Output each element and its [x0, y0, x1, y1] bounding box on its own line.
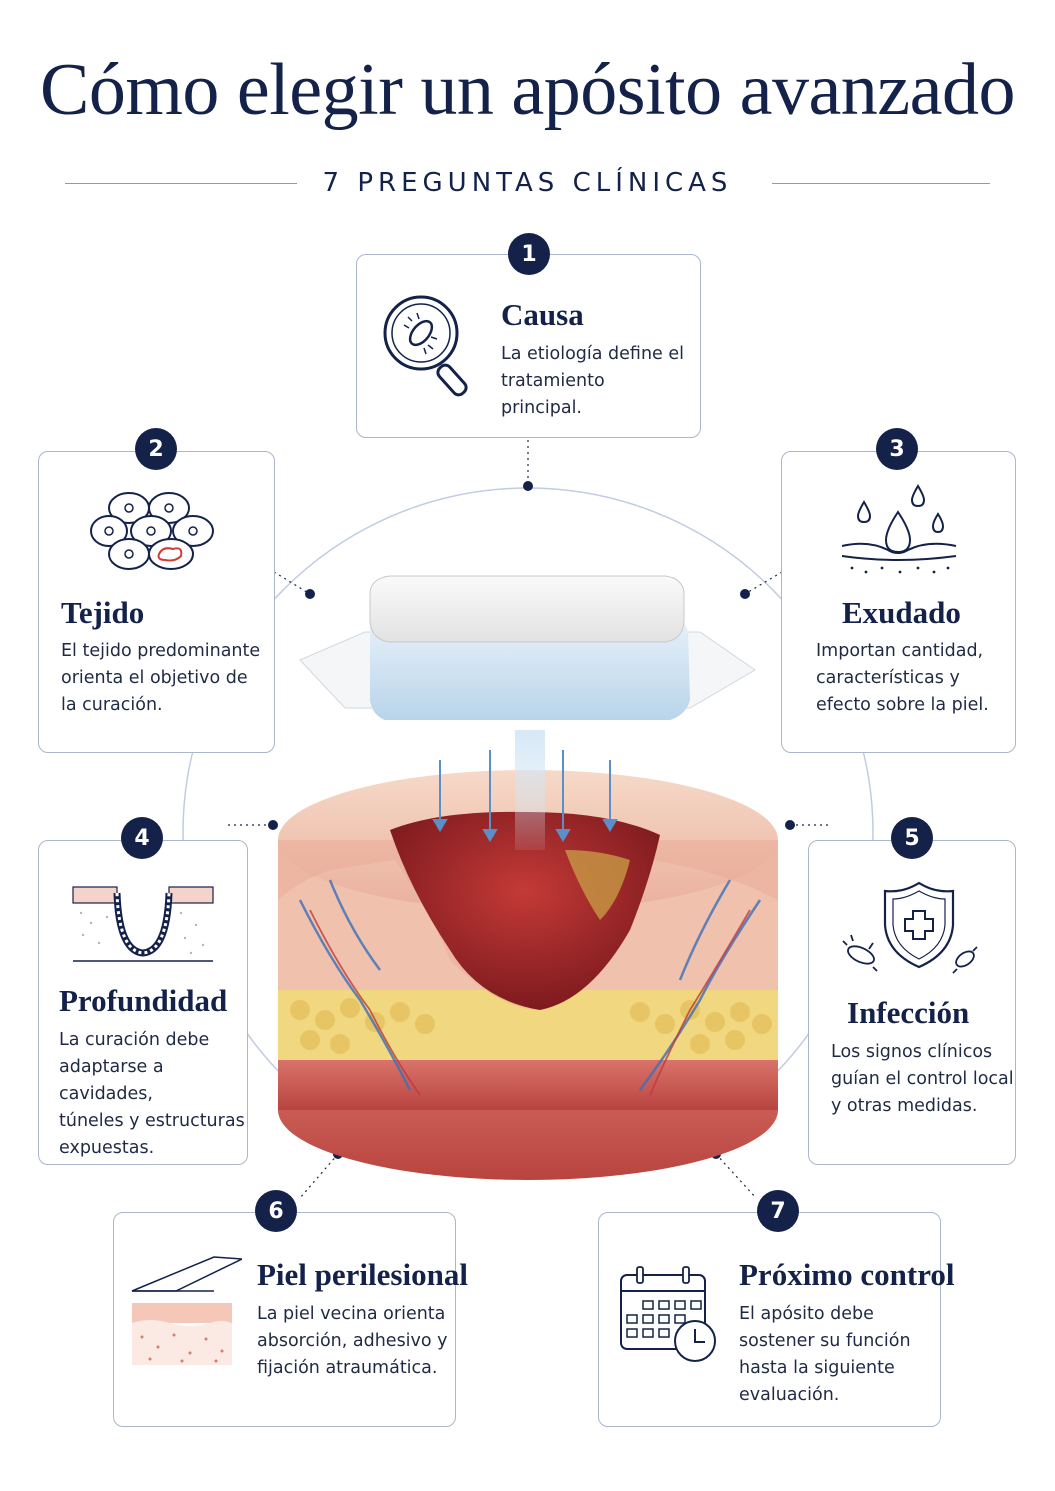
card-line: adaptarse a cavidades,	[59, 1057, 164, 1104]
card-profundidad: Profundidad La curación debe adaptarse a…	[38, 840, 248, 1165]
card-description: La etiología define el tratamiento princ…	[501, 341, 691, 422]
card-exudado: Exudado Importan cantidad, característic…	[781, 451, 1016, 753]
card-tejido: Tejido El tejido predominante orienta el…	[38, 451, 275, 753]
card-line: características y	[816, 668, 960, 688]
card-description: La piel vecina orienta absorción, adhesi…	[257, 1301, 453, 1382]
card-line: expuestas.	[59, 1138, 155, 1158]
badge-2: 2	[135, 428, 177, 470]
card-line: absorción, adhesivo y	[257, 1331, 448, 1351]
card-title: Próximo control	[739, 1257, 955, 1292]
card-description: El apósito debe sostener su función hast…	[739, 1301, 935, 1409]
cells-icon	[89, 486, 217, 576]
card-description: Los signos clínicos guían el control loc…	[831, 1039, 1017, 1120]
card-line: El tejido predominante	[61, 641, 261, 661]
card-infeccion: Infección Los signos clínicos guían el c…	[808, 840, 1016, 1165]
card-title: Piel perilesional	[257, 1257, 468, 1292]
card-description: El tejido predominante orienta el objeti…	[61, 638, 271, 719]
card-line: Los signos clínicos	[831, 1042, 993, 1062]
badge-5: 5	[891, 817, 933, 859]
card-line: La piel vecina orienta	[257, 1304, 446, 1324]
badge-4: 4	[121, 817, 163, 859]
shield-bacteria-icon	[839, 877, 989, 977]
wound-depth-icon	[71, 883, 217, 965]
card-line: hasta la siguiente	[739, 1358, 895, 1378]
skin-dressing-icon	[130, 1253, 242, 1369]
subtitle-row: 7 PREGUNTAS CLÍNICAS	[65, 166, 990, 202]
card-line: fijación atraumática.	[257, 1358, 438, 1378]
card-line: La curación debe	[59, 1030, 210, 1050]
card-piel-perilesional: Piel perilesional La piel vecina orienta…	[113, 1212, 468, 1427]
magnifier-bacteria-icon	[379, 291, 479, 401]
card-causa: Causa La etiología define el tratamiento…	[356, 254, 701, 438]
badge-6: 6	[255, 1190, 297, 1232]
card-line: Importan cantidad,	[816, 641, 984, 661]
divider-left	[65, 183, 297, 184]
card-description: Importan cantidad, características y efe…	[816, 638, 1016, 719]
card-line: efecto sobre la piel.	[816, 695, 989, 715]
connector-lines	[228, 440, 830, 1199]
card-line: la curación.	[61, 695, 163, 715]
calendar-clock-icon	[617, 1265, 721, 1365]
card-title: Tejido	[61, 595, 145, 630]
card-line: orienta el objetivo de	[61, 668, 248, 688]
card-title: Profundidad	[59, 983, 228, 1018]
badge-3: 3	[876, 428, 918, 470]
page-title: Cómo elegir un apósito avanzado	[39, 49, 1016, 131]
card-title: Exudado	[842, 595, 961, 630]
card-line: El apósito debe	[739, 1304, 874, 1324]
card-description: La curación debe adaptarse a cavidades, …	[59, 1027, 247, 1162]
badge-7: 7	[757, 1190, 799, 1232]
divider-right	[772, 183, 990, 184]
card-line: evaluación.	[739, 1385, 840, 1405]
card-line: túneles y estructuras	[59, 1111, 245, 1131]
exudate-flow	[432, 730, 618, 850]
card-line: guían el control local	[831, 1069, 1014, 1089]
card-proximo-control: Próximo control El apósito debe sostener…	[598, 1212, 955, 1427]
card-line: sostener su función	[739, 1331, 911, 1351]
dressing-layers	[299, 575, 756, 720]
droplets-icon	[838, 482, 958, 577]
card-title: Infección	[847, 995, 970, 1030]
badge-1: 1	[508, 233, 550, 275]
card-title: Causa	[501, 297, 584, 332]
card-line: y otras medidas.	[831, 1096, 978, 1116]
page-subtitle: 7 PREGUNTAS CLÍNICAS	[322, 168, 733, 198]
card-line: tratamiento principal.	[501, 371, 605, 418]
card-line: La etiología define el	[501, 344, 685, 364]
